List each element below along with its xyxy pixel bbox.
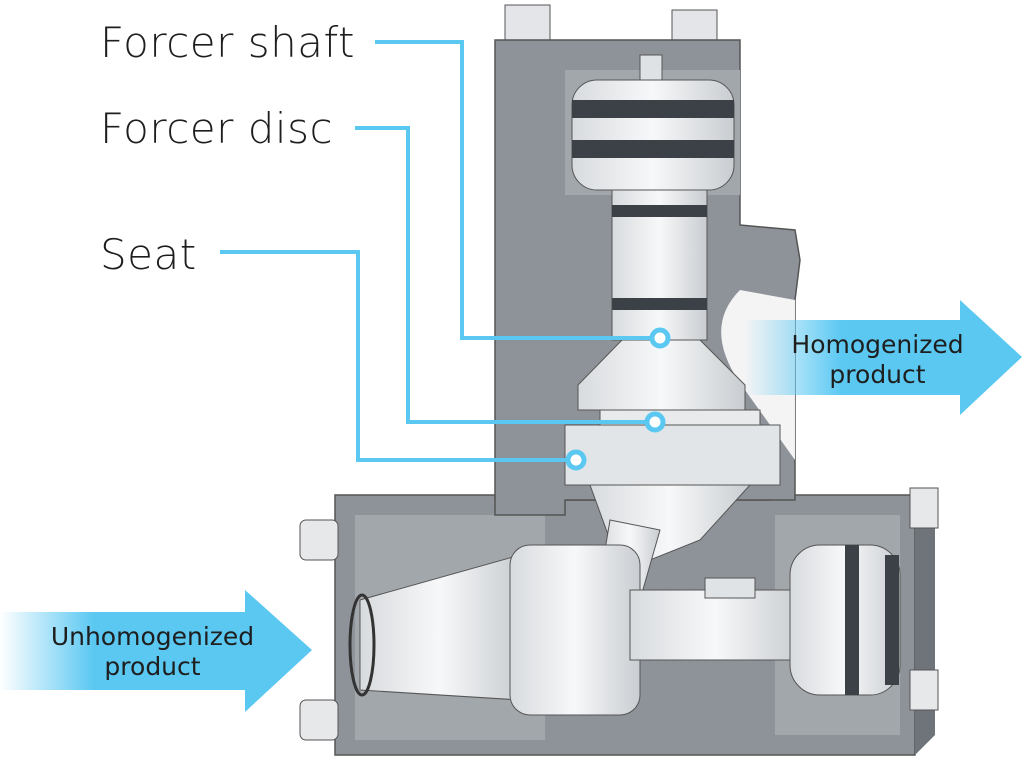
- lower-piston: [509, 544, 901, 716]
- callout-dots: [565, 327, 671, 471]
- inlet-line2: product: [104, 652, 201, 681]
- label-forcer-shaft: Forcer shaft: [100, 18, 356, 67]
- outlet-line2: product: [829, 360, 926, 389]
- inlet-line1: Unhomogenized: [50, 622, 255, 651]
- outlet-arrow-label: Homogenized product: [770, 330, 985, 390]
- label-forcer-disc: Forcer disc: [100, 104, 334, 153]
- seat-leader: [220, 250, 567, 462]
- inlet-arrow-label: Unhomogenized product: [25, 622, 280, 682]
- callout-lines: [220, 40, 652, 462]
- forcer-shaft-leader: [375, 40, 652, 340]
- outlet-arrow: [745, 300, 1022, 415]
- inlet-arrow: [0, 590, 312, 712]
- seat-dot: [565, 449, 587, 471]
- forcer-shaft-dot: [649, 327, 671, 349]
- label-seat: Seat: [100, 230, 197, 279]
- forcer-disc-dot: [644, 411, 666, 433]
- outlet-line1: Homogenized: [791, 330, 964, 359]
- forcer-disc-leader: [355, 126, 647, 424]
- forcer-piston: [564, 54, 781, 601]
